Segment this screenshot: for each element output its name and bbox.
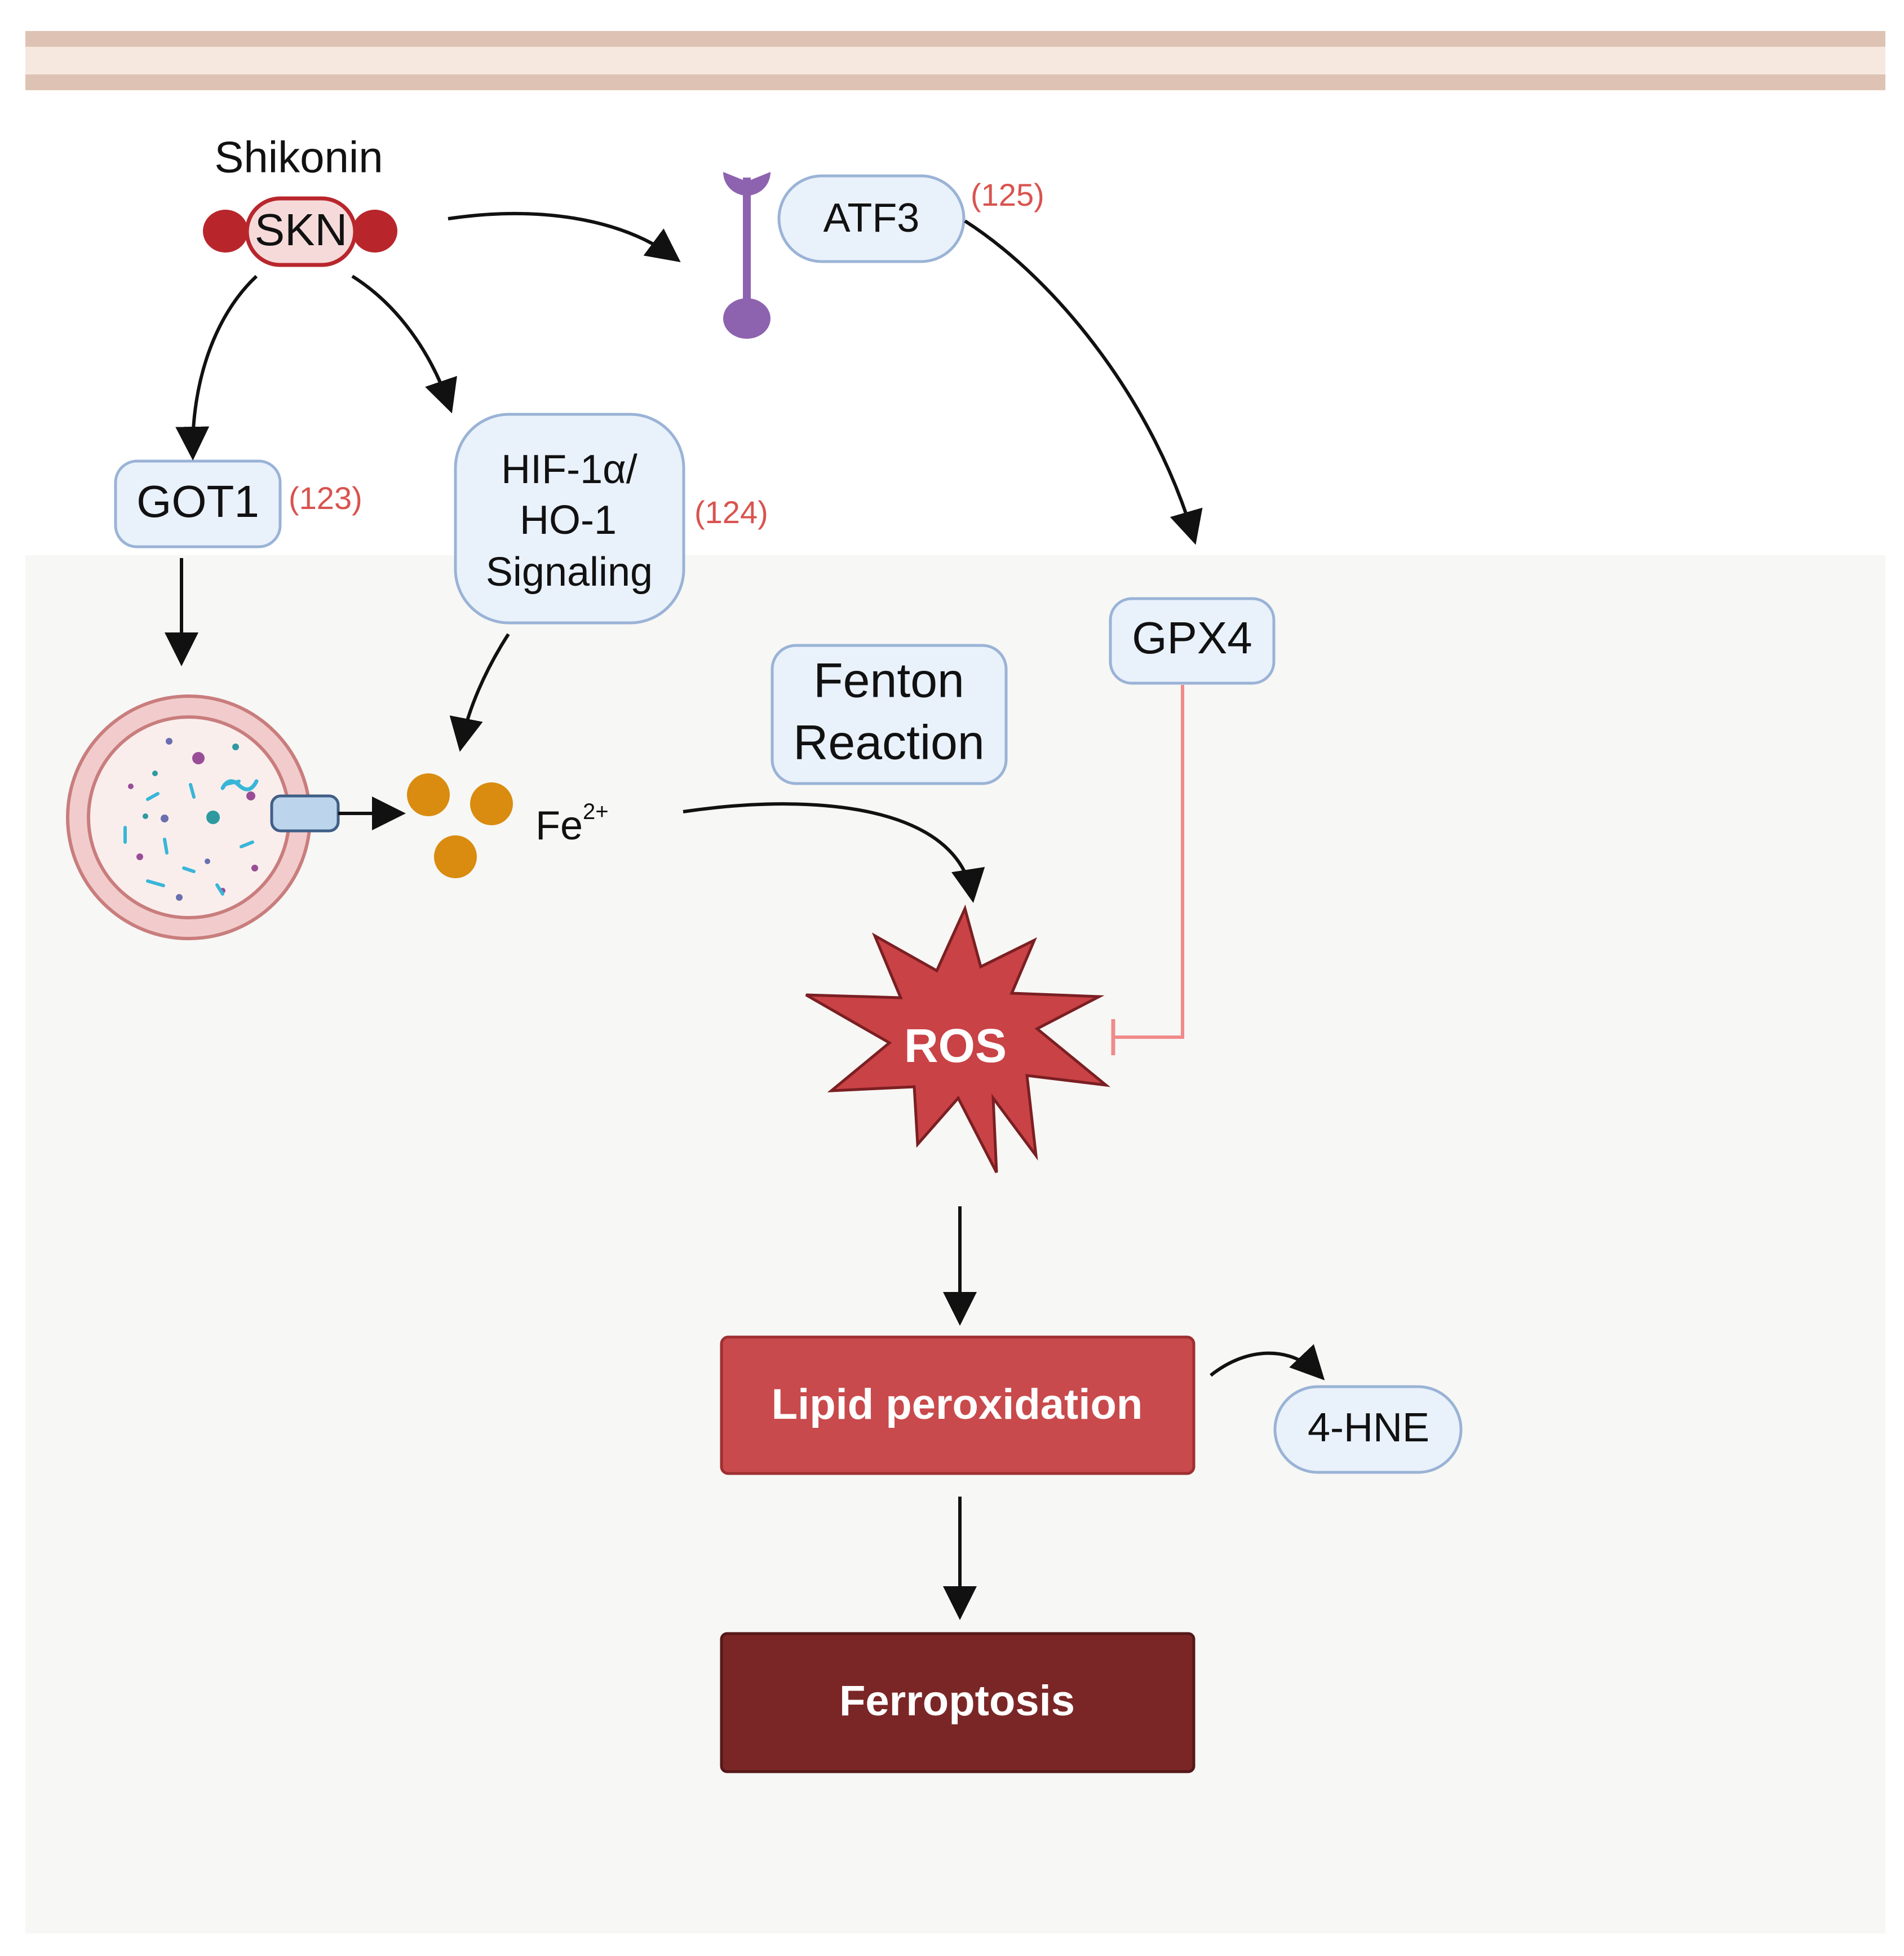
ferroptosis-box (720, 1632, 1195, 1773)
organelle-icon (66, 694, 312, 940)
arrow-skn-to-got1 (175, 275, 258, 461)
atf3-reference: (125) (971, 177, 1044, 213)
arrow-iron-to-ros (683, 802, 985, 903)
skn-molecule-icon (203, 196, 397, 267)
arrow-hif-to-iron (449, 633, 510, 752)
got1-box (114, 459, 282, 548)
ros-starburst (805, 904, 1111, 1174)
skn-label: SKN (255, 205, 348, 255)
arrow-skn-to-atf3 (448, 212, 681, 263)
hif-label-line2: HO-1 (520, 498, 617, 543)
hne-label: 4-HNE (1308, 1405, 1429, 1450)
hne-box (1273, 1385, 1463, 1474)
ros-label: ROS (904, 1019, 1007, 1072)
hif-label-line3: Signaling (486, 550, 653, 595)
arrow-lipid-to-hne (1210, 1344, 1325, 1380)
iron-label-base: Fe (535, 803, 583, 848)
atf3-box (777, 174, 966, 263)
iron-ions-icon (407, 773, 513, 878)
inhibition-gpx4-to-ros (1111, 685, 1184, 1055)
arrow-atf3-to-gpx4 (964, 219, 1203, 545)
cell-membrane-band (25, 31, 1885, 90)
gpx4-box (1109, 597, 1276, 685)
shikonin-label: Shikonin (214, 132, 383, 182)
hif-ho1-box (454, 413, 685, 625)
got1-reference: (123) (289, 480, 362, 516)
fenton-label-line2: Reaction (793, 716, 984, 770)
iron-label: Fe2+ (535, 799, 609, 848)
hif-label-line1: HIF-1α/ (501, 447, 637, 492)
lipid-peroxidation-box (720, 1335, 1195, 1475)
ferroptosis-label: Ferroptosis (839, 1677, 1075, 1725)
fenton-label-line1: Fenton (813, 654, 964, 708)
iron-channel-icon (270, 794, 340, 833)
iron-label-charge: 2+ (583, 799, 609, 824)
gpx4-label: GPX4 (1132, 613, 1252, 663)
atf3-label: ATF3 (823, 196, 920, 241)
got1-label: GOT1 (136, 476, 259, 526)
receptor-icon (723, 153, 773, 339)
arrow-skn-to-hif (351, 275, 457, 414)
lipid-peroxidation-label: Lipid peroxidation (772, 1380, 1143, 1428)
hif-reference: (124) (694, 494, 768, 530)
fenton-reaction-box (771, 644, 1008, 785)
